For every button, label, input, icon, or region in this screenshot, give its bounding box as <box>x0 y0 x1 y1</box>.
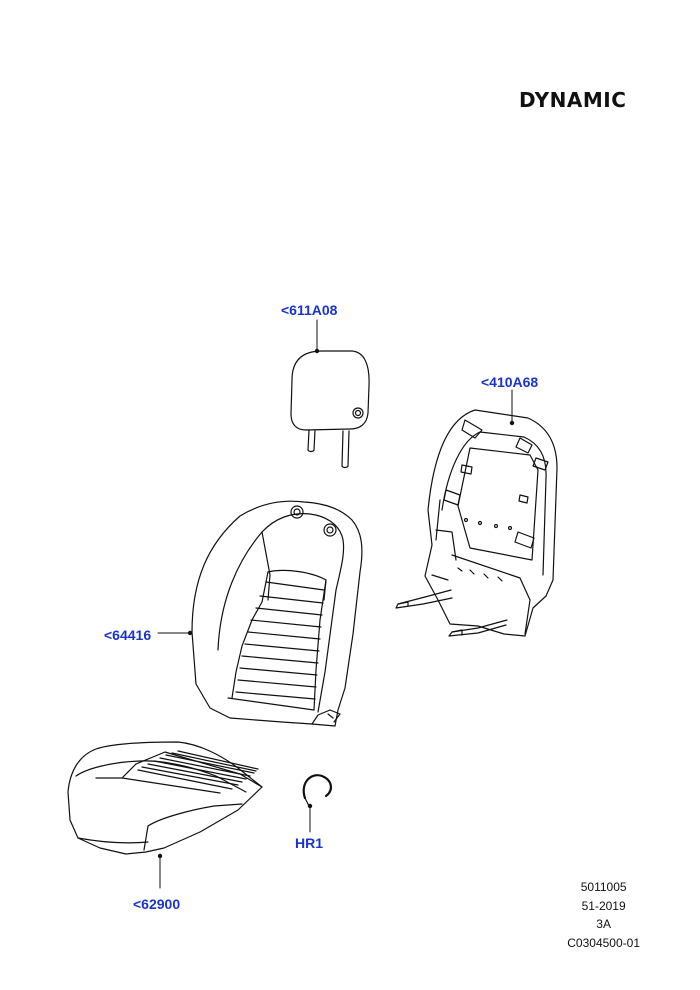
callout-headrest[interactable]: <611A08 <box>281 302 338 318</box>
callout-backrest-cover[interactable]: <64416 <box>104 627 152 643</box>
leader-dots <box>157 348 515 859</box>
title: DYNAMIC <box>519 88 627 112</box>
reference-date: 51-2019 <box>581 898 626 913</box>
leader-lines <box>157 319 513 889</box>
cushion-cover-part <box>67 741 263 855</box>
headrest-part <box>290 350 370 469</box>
reference-illustration-id: C0304500-01 <box>567 935 640 950</box>
reference-block: 5011005 51-2019 3A C0304500-01 <box>567 878 640 952</box>
backrest-panel-part <box>395 409 558 637</box>
backrest-cover-part <box>191 500 363 727</box>
callout-back-panel[interactable]: <410A68 <box>481 374 539 390</box>
reference-variant: 3A <box>596 917 611 931</box>
callout-cushion-cover[interactable]: <62900 <box>133 896 181 912</box>
callout-hog-ring[interactable]: HR1 <box>295 835 324 851</box>
reference-code: 5011005 <box>580 880 627 894</box>
hog-ring-part <box>302 774 332 807</box>
